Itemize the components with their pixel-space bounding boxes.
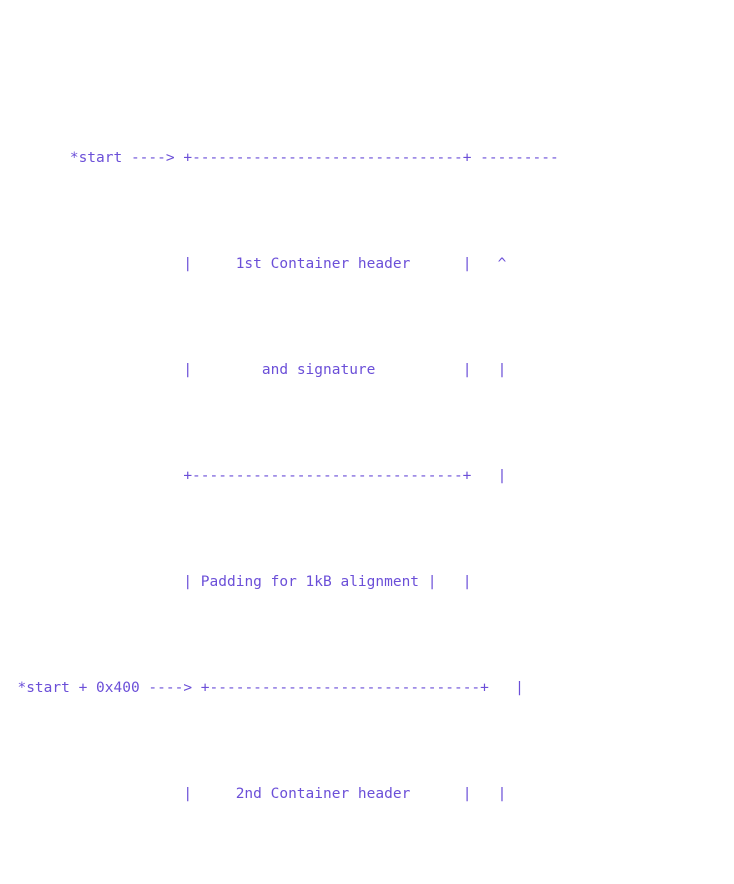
diagram-line-rule-1: +-------------------------------+ | (0, 467, 507, 484)
pointer-label-start-plus-0x400: *start + 0x400 ----> (17, 679, 193, 696)
bracket-caret-icon: ^ (497, 255, 507, 272)
diagram-line-1st-container-signature: | and signature | | (0, 361, 507, 378)
diagram-line-padding-1kb: | Padding for 1kB alignment | | (0, 573, 472, 590)
pointer-label-start: *start ----> (69, 149, 175, 166)
diagram-line-2nd-container-header: | 2nd Container header | | (0, 785, 507, 802)
block-label-second-container-header-l1: 2nd Container header (235, 785, 411, 802)
block-label-padding-1kb: Padding for 1kB alignment (200, 573, 420, 590)
bracket-top-rule: --------- (480, 149, 559, 166)
block-label-first-container-header-l1: 1st Container header (235, 255, 411, 272)
diagram-line-top-border: *start ----> +--------------------------… (69, 149, 559, 166)
block-label-first-container-header-l2: and signature (261, 361, 376, 378)
diagram-line-1st-container-header: | 1st Container header | ^ (0, 255, 507, 272)
diagram-line-rule-2: *start + 0x400 ----> +------------------… (17, 679, 524, 696)
diagram-top-padding (0, 53, 734, 65)
